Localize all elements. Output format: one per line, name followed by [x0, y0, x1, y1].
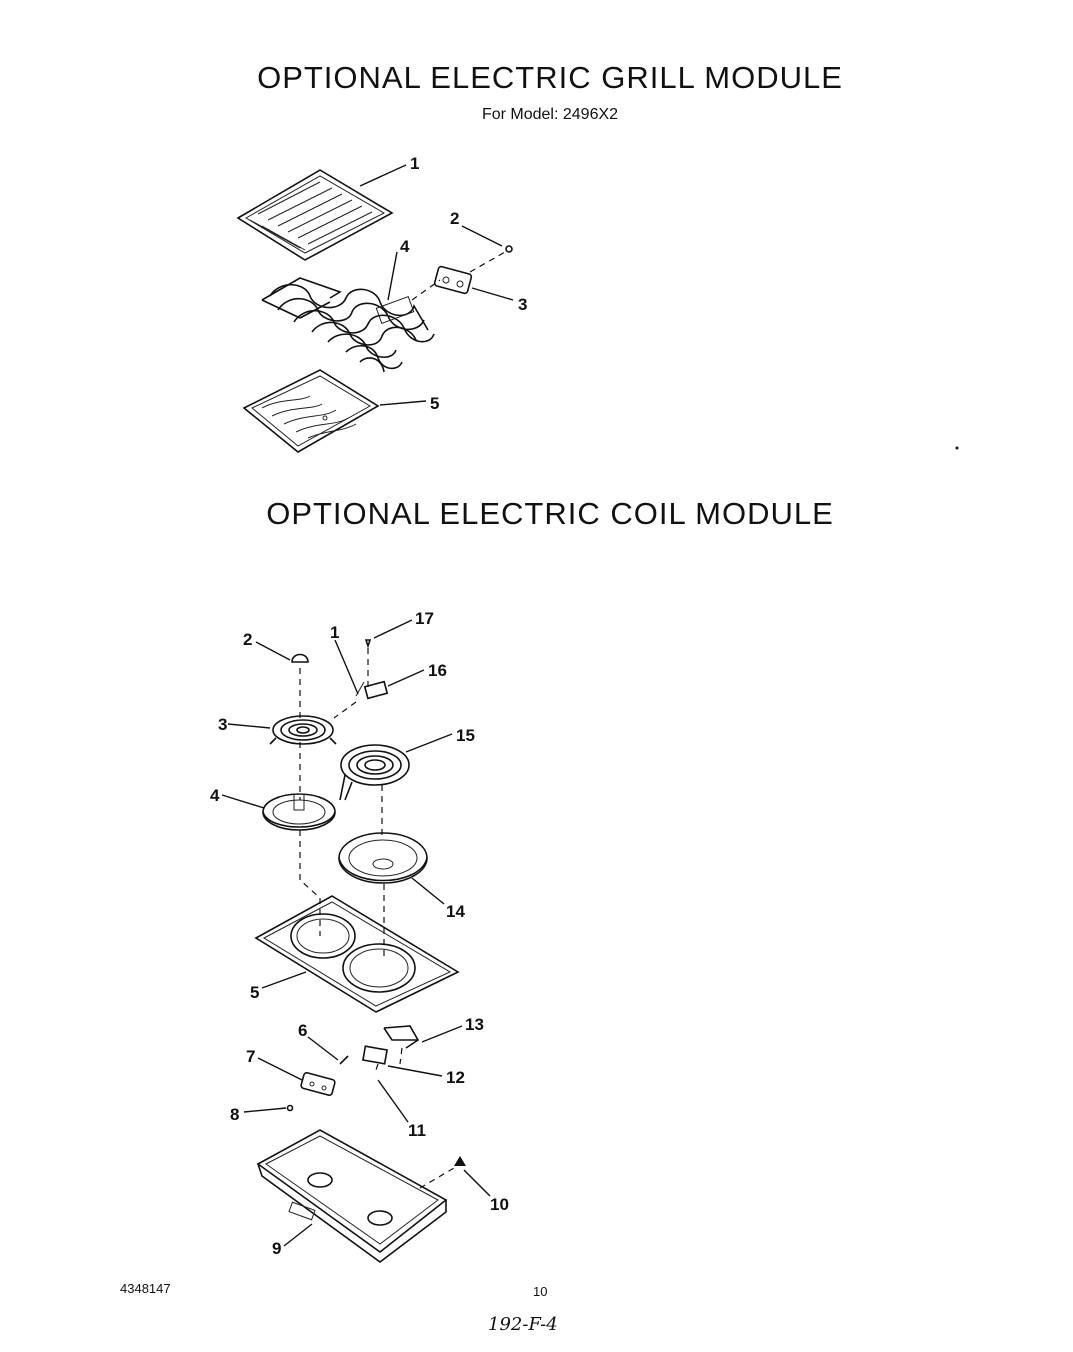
coil-receptacle-part — [300, 1072, 336, 1096]
grill-screw-part — [505, 245, 513, 253]
coil-callout-1: 1 — [330, 623, 339, 642]
coil-callout-5: 5 — [250, 983, 259, 1002]
coil-callout-11: 11 — [408, 1121, 426, 1140]
coil-top-panel-part — [254, 895, 460, 1013]
coil-callout-labels: 1 2 3 4 5 6 7 8 9 10 11 12 13 14 15 16 1… — [210, 609, 509, 1258]
coil-callout-2: 2 — [243, 630, 252, 649]
coil-clip-part — [362, 1045, 388, 1065]
coil-burner-box-part — [256, 1129, 448, 1263]
coil-knob-part — [291, 653, 309, 663]
coil-callout-8: 8 — [230, 1105, 239, 1124]
page-number: 10 — [533, 1284, 548, 1299]
coil-callout-6: 6 — [298, 1021, 307, 1040]
coil-callout-3: 3 — [218, 715, 227, 734]
model-subtitle: For Model: 2496X2 — [481, 106, 619, 123]
grill-drip-tray-part — [242, 369, 380, 453]
grill-callout-4: 4 — [400, 237, 410, 256]
grill-callout-1: 1 — [410, 154, 419, 173]
large-coil-element-part — [339, 744, 410, 801]
coil-callout-10: 10 — [490, 1195, 509, 1214]
coil-module-title: OPTIONAL ELECTRIC COIL MODULE — [266, 496, 834, 531]
grill-terminal-block-part — [433, 265, 473, 295]
coil-callout-17: 17 — [415, 609, 434, 628]
stray-dot — [955, 446, 959, 450]
coil-callout-16: 16 — [428, 661, 447, 680]
coil-callout-13: 13 — [465, 1015, 484, 1034]
grill-element-part — [261, 277, 435, 373]
coil-connector-part — [363, 680, 389, 700]
handwritten-note: 192-F-4 — [488, 1314, 558, 1335]
small-drip-bowl-part — [262, 793, 336, 831]
coil-callout-14: 14 — [446, 902, 465, 921]
grill-callout-labels: 1 2 3 4 5 — [400, 154, 527, 413]
coil-bracket-part — [383, 1025, 420, 1049]
coil-callout-7: 7 — [246, 1047, 255, 1066]
document-number: 4348147 — [120, 1281, 171, 1296]
grill-grate-part — [236, 169, 394, 261]
grill-callout-2: 2 — [450, 209, 459, 228]
coil-callout-9: 9 — [272, 1239, 281, 1258]
grill-callout-5: 5 — [430, 394, 439, 413]
large-drip-bowl-part — [338, 832, 428, 884]
grill-callout-3: 3 — [518, 295, 527, 314]
grill-module-title: OPTIONAL ELECTRIC GRILL MODULE — [257, 60, 843, 95]
coil-callout-15: 15 — [456, 726, 475, 745]
coil-callout-12: 12 — [446, 1068, 465, 1087]
coil-top-screw-part — [364, 639, 372, 649]
coil-callout-4: 4 — [210, 786, 220, 805]
small-coil-element-part — [269, 715, 337, 745]
coil-small-screw-part — [286, 1055, 349, 1112]
coil-grommet-part — [454, 1156, 466, 1166]
